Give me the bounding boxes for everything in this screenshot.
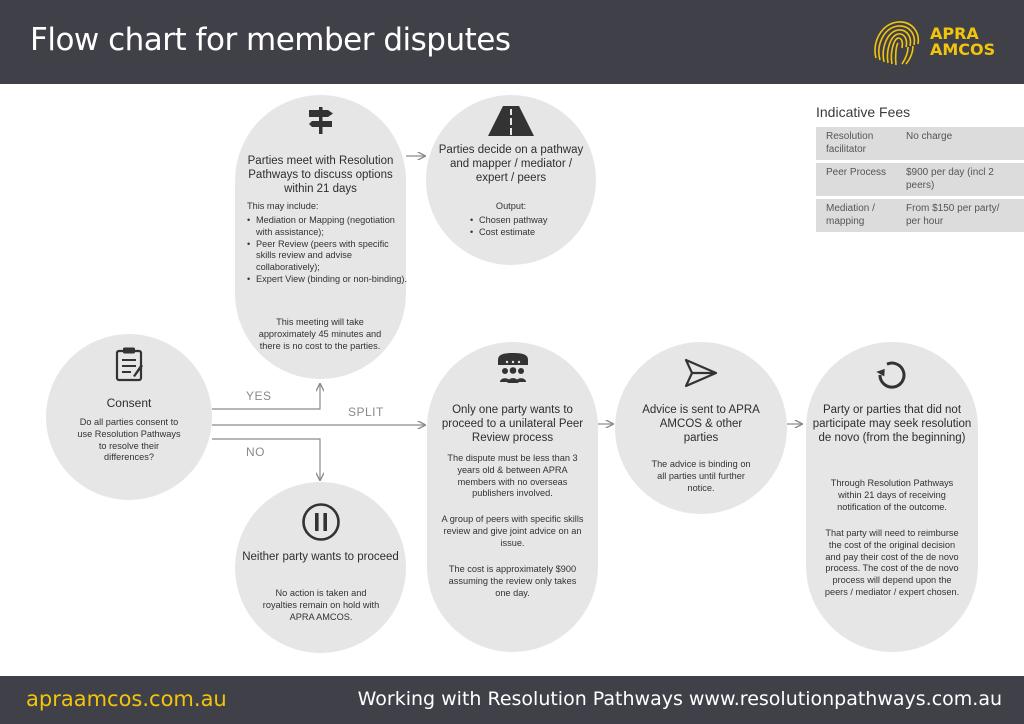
denovo-cost-note: That party will need to reimburse the co…	[824, 528, 960, 597]
decide-title: Parties decide on a pathway and mapper /…	[438, 144, 584, 184]
split-label: SPLIT	[348, 405, 384, 419]
fees-value: No charge	[906, 131, 953, 142]
one-party-description: A group of peers with specific skills re…	[441, 514, 584, 548]
pause-icon	[301, 503, 340, 541]
logo-text: APRA AMCOS	[930, 26, 995, 58]
refresh-icon	[876, 361, 906, 389]
footer-resolution-pathways-link[interactable]: Working with Resolution Pathways www.res…	[357, 688, 1002, 710]
fees-title: Indicative Fees	[816, 104, 911, 120]
denovo-timing: Through Resolution Pathways within 21 da…	[830, 478, 954, 512]
apra-amcos-logo[interactable]: APRA AMCOS	[868, 14, 1008, 70]
consent-title: Consent	[106, 396, 152, 410]
yes-connector	[212, 384, 320, 410]
decide-node: Parties decide on a pathway and mapper /…	[426, 95, 596, 265]
meet-title: Parties meet with Resolution Pathways to…	[247, 155, 394, 195]
meet-node: Parties meet with Resolution Pathways to…	[235, 95, 407, 379]
one-party-requirement: The dispute must be less than 3 years ol…	[447, 453, 578, 499]
apra-logo-icon	[874, 21, 920, 66]
fees-row: Peer Process $900 per day (incl 2 peers)	[816, 163, 1024, 196]
neither-body: No action is taken and royalties remain …	[262, 588, 380, 622]
fees-row: Mediation / mapping From $150 per party/…	[816, 199, 1024, 232]
fees-item: Mediation / mapping	[826, 203, 875, 227]
no-label: NO	[246, 445, 265, 459]
advice-body: The advice is binding on all parties unt…	[651, 459, 751, 493]
meet-option: Peer Review (peers with specific skills …	[247, 239, 407, 274]
group-icon	[497, 353, 528, 383]
one-party-node: Only one party wants to proceed to a uni…	[427, 342, 598, 652]
fees-item: Resolution facilitator	[826, 131, 874, 155]
header-bar: Flow chart for member disputes APRA AMCO…	[0, 0, 1024, 84]
meet-note: This meeting will take approximately 45 …	[258, 317, 382, 351]
meet-option: Expert View (binding or non-binding).	[247, 274, 407, 286]
denovo-title: Party or parties that did not participat…	[812, 404, 972, 444]
neither-title: Neither party wants to proceed	[242, 551, 399, 563]
clipboard-icon	[115, 347, 143, 382]
road-icon	[488, 106, 534, 136]
meet-intro: This may include:	[247, 201, 319, 211]
decide-output: Chosen pathway	[470, 215, 580, 227]
consent-body: Do all parties consent to use Resolution…	[77, 417, 181, 463]
one-party-title: Only one party wants to proceed to a uni…	[441, 404, 584, 444]
meet-option: Mediation or Mapping (negotiation with a…	[247, 215, 407, 239]
yes-label: YES	[246, 389, 272, 403]
fees-row: Resolution facilitator No charge	[816, 127, 1024, 160]
logo-line2: AMCOS	[930, 40, 996, 59]
fees-value: From $150 per party/ per hour	[906, 203, 1000, 227]
footer-website-link[interactable]: apraamcos.com.au	[26, 687, 227, 711]
denovo-node: Party or parties that did not participat…	[806, 342, 978, 652]
fees-item: Peer Process	[826, 167, 887, 178]
meet-options-list: Mediation or Mapping (negotiation with a…	[247, 215, 407, 286]
page-title: Flow chart for member disputes	[30, 22, 511, 58]
logo-line1: APRA	[930, 24, 979, 43]
decide-output-label: Output:	[495, 201, 527, 211]
send-icon	[684, 358, 718, 388]
advice-node: Advice is sent to APRA AMCOS & other par…	[615, 342, 787, 514]
one-party-cost: The cost is approximately $900 assuming …	[448, 564, 577, 598]
neither-node: Neither party wants to proceed No action…	[235, 482, 406, 653]
consent-node: Consent Do all parties consent to use Re…	[46, 334, 212, 500]
indicative-fees-table: Indicative Fees Resolution facilitator N…	[816, 104, 1024, 235]
decide-outputs-list: Chosen pathway Cost estimate	[470, 215, 580, 239]
no-connector	[212, 438, 320, 480]
fees-value: $900 per day (incl 2 peers)	[906, 167, 994, 191]
footer-bar: apraamcos.com.au Working with Resolution…	[0, 676, 1024, 724]
advice-title: Advice is sent to APRA AMCOS & other par…	[642, 404, 760, 444]
signpost-icon	[308, 107, 333, 134]
decide-output: Cost estimate	[470, 227, 580, 239]
